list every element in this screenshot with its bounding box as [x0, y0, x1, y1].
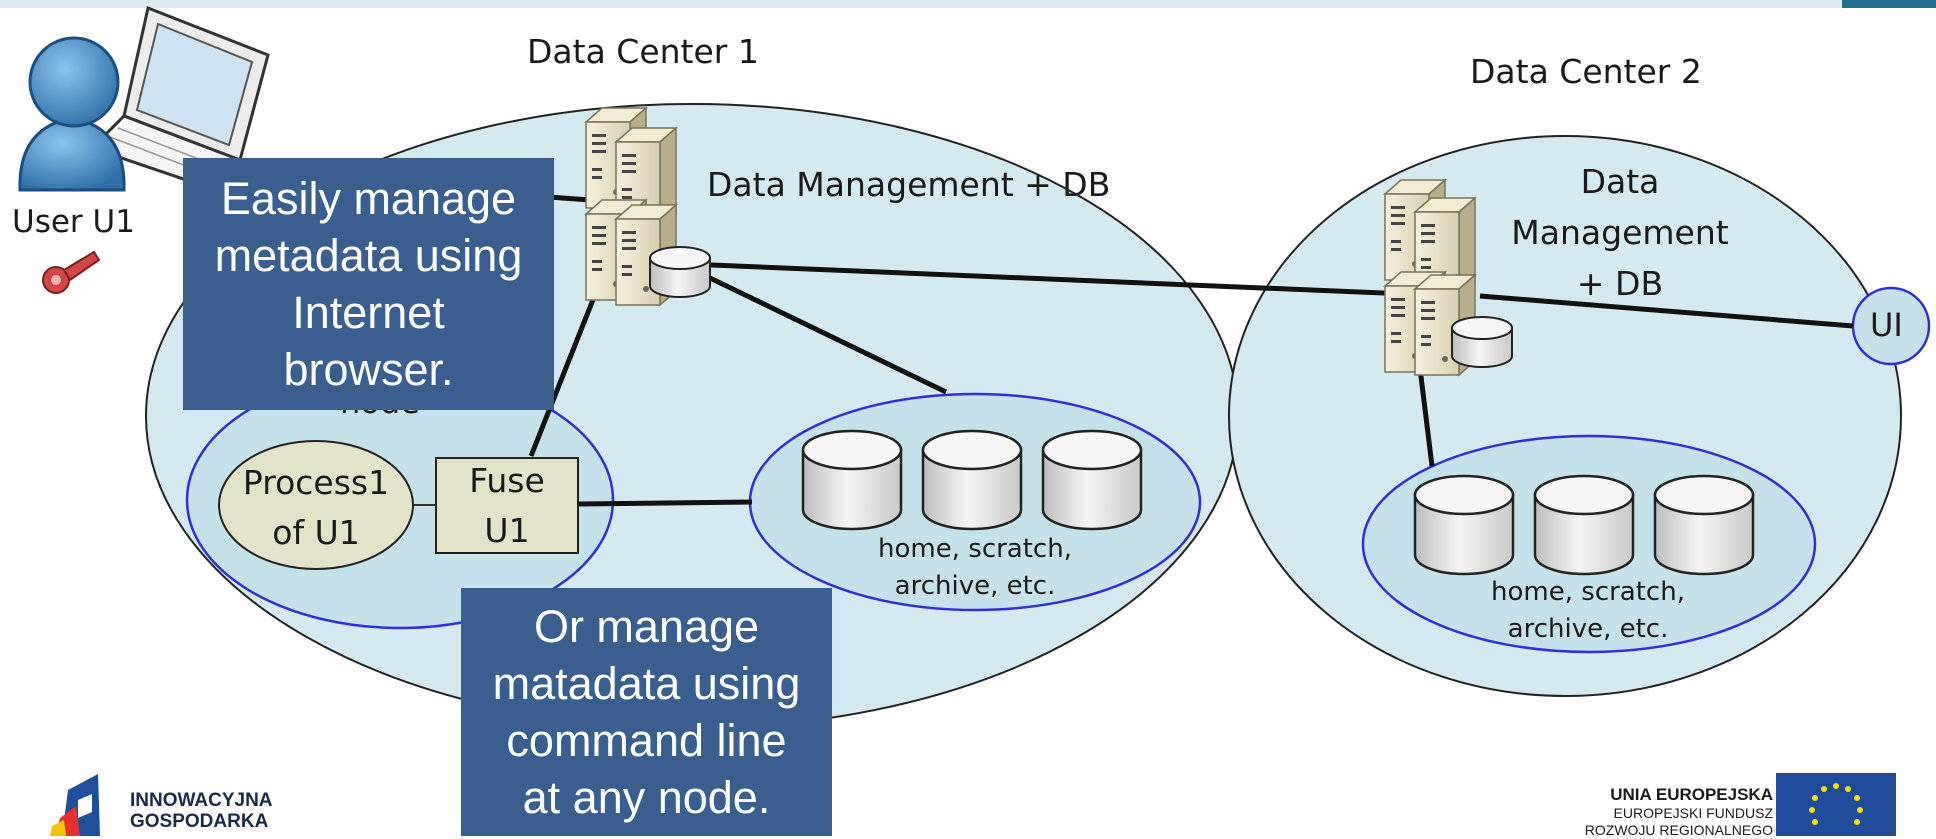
browser-callout-line: Internet [292, 287, 445, 338]
cli-callout: Or manage matadata using command line at… [461, 588, 832, 836]
cli-callout-line: Or manage [533, 601, 760, 652]
disk-icon [1533, 474, 1635, 576]
ui-label: UI [1870, 306, 1903, 344]
footer-left-line: GOSPODARKA [130, 811, 269, 832]
browser-callout-line: Easily manage [220, 173, 517, 224]
database-icon [1451, 316, 1513, 368]
storage2-label: home, scratch, archive, etc. [1468, 574, 1708, 648]
dm2-label-line: Data [1580, 162, 1660, 201]
browser-callout: Easily manage metadata using Internet br… [183, 158, 554, 410]
dm1-label: Data Management + DB [707, 165, 1111, 204]
fuse-label-line: Fuse [469, 461, 545, 500]
storage1-disks [801, 429, 1143, 531]
datacenter1-title: Data Center 1 [527, 32, 759, 71]
database-icon [649, 246, 711, 298]
disk-icon [1413, 474, 1515, 576]
header-accent [1842, 0, 1936, 8]
storage1-label-line: home, scratch, [878, 534, 1072, 564]
storage1-label-line: archive, etc. [894, 571, 1056, 601]
eu-flag-icon [1776, 773, 1896, 836]
cli-callout-line: at any node. [522, 772, 771, 823]
storage2-disks [1413, 474, 1755, 576]
dc2-ui-link [1479, 293, 1854, 329]
storage2-label-line: archive, etc. [1507, 614, 1669, 644]
process-ellipse [218, 440, 414, 570]
footer-left-line: INNOWACYJNA [130, 790, 273, 811]
footer-right-title: UNIA EUROPEJSKA [1610, 785, 1773, 804]
key-icon [42, 250, 101, 294]
process-label-line: of U1 [272, 513, 360, 552]
dm1-storage-link [708, 275, 948, 395]
disk-icon [1653, 474, 1755, 576]
fuse-box [435, 457, 579, 554]
innowacyjna-logo-icon [50, 774, 100, 836]
innowacyjna-logo-text: INNOWACYJNA GOSPODARKA [130, 790, 273, 832]
browser-callout-line: browser. [283, 344, 454, 395]
footer-right-line: EUROPEJSKI FUNDUSZ [1613, 805, 1773, 821]
fuse-label: Fuse U1 [436, 456, 578, 556]
user-label: User U1 [12, 204, 135, 240]
fuse-label-line: U1 [484, 511, 530, 550]
dm1-fuse-link [528, 271, 607, 457]
dm2-label-line: + DB [1576, 264, 1664, 303]
datacenter2-title: Data Center 2 [1470, 52, 1702, 91]
user-icon [18, 36, 126, 192]
footer-right-line: ROZWOJU REGIONALNEGO [1584, 822, 1773, 838]
browser-callout-line: metadata using [214, 230, 523, 281]
disk-icon [1041, 429, 1143, 531]
dc1-dc2-link [687, 261, 1456, 299]
disk-icon [921, 429, 1023, 531]
storage1-label: home, scratch, archive, etc. [855, 531, 1095, 605]
header-bar [0, 0, 1936, 8]
cli-callout-line: matadata using [492, 658, 801, 709]
fuse-storage-link [577, 499, 753, 507]
storage2-label-line: home, scratch, [1491, 577, 1685, 607]
dm2-label: Data Management + DB [1500, 156, 1740, 309]
cli-callout-line: command line [506, 715, 787, 766]
process-label: Process1 of U1 [219, 458, 413, 558]
eu-logo-text: UNIA EUROPEJSKA EUROPEJSKI FUNDUSZ ROZWO… [1585, 785, 1773, 839]
disk-icon [801, 429, 903, 531]
dm2-label-line: Management [1511, 213, 1729, 252]
process-label-line: Process1 [242, 463, 390, 502]
